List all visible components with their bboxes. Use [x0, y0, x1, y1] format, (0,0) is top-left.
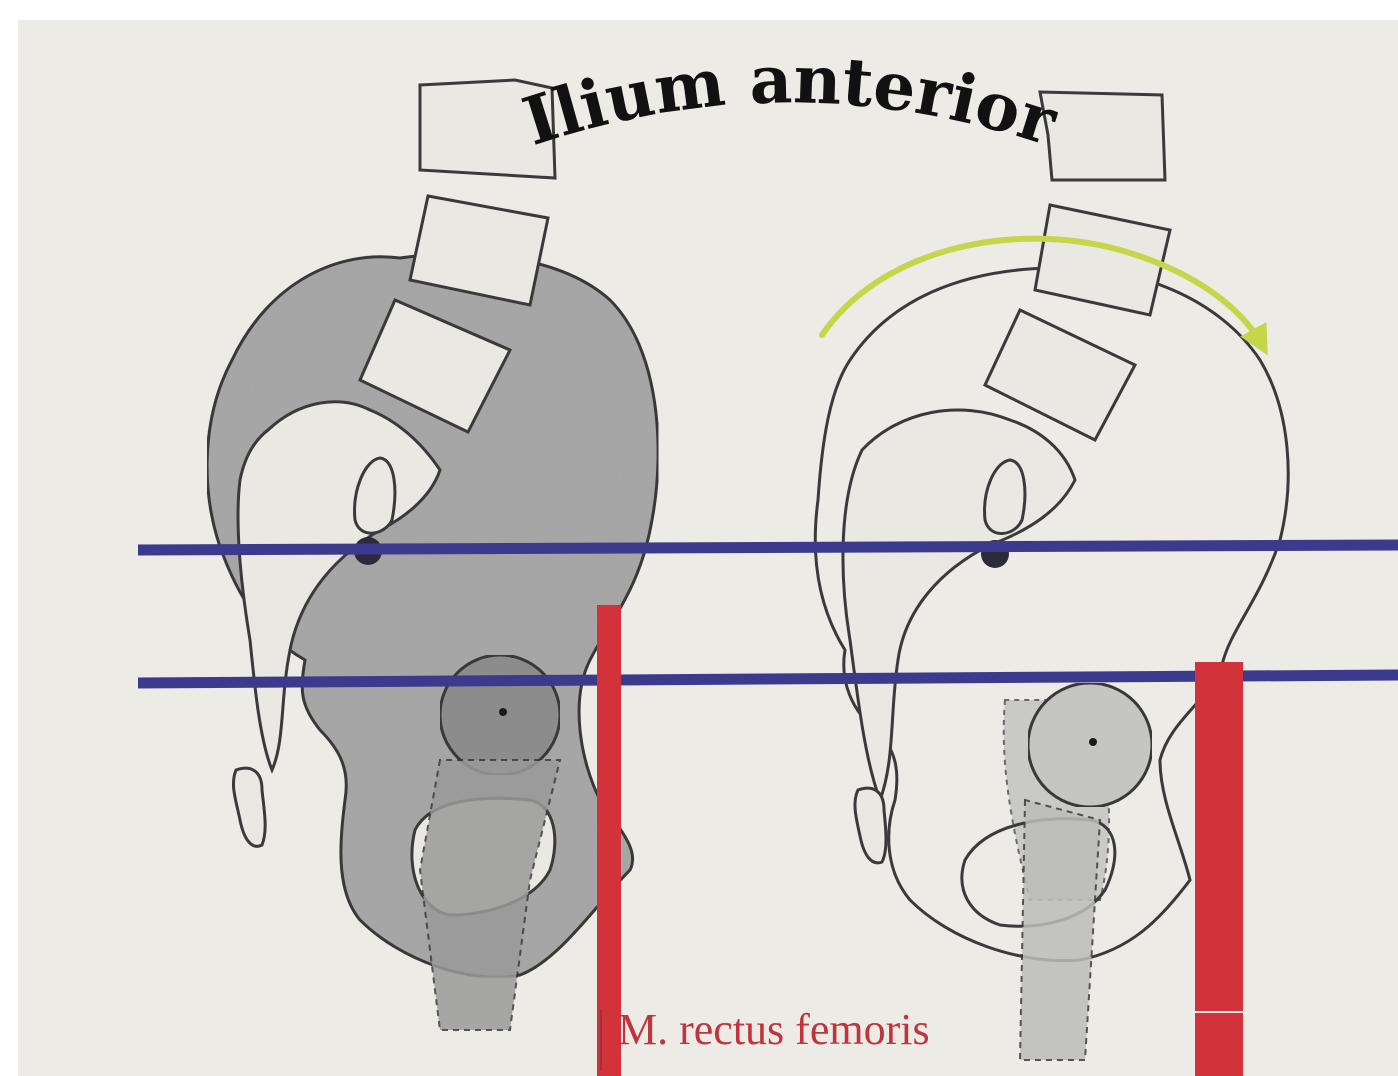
right-femoral-head-center	[1089, 738, 1097, 746]
right-femoral-head	[1028, 683, 1152, 807]
muscle-label-frame-left	[600, 1010, 602, 1070]
page-corner-white	[0, 0, 18, 1076]
muscle-bar-right	[1195, 662, 1243, 1076]
left-femoral-head	[440, 655, 560, 775]
right-femur-shaft	[1020, 800, 1100, 1060]
muscle-label: M. rectus femoris	[618, 1005, 930, 1054]
reference-line-upper	[138, 545, 1398, 550]
left-femoral-head-center	[499, 708, 507, 716]
